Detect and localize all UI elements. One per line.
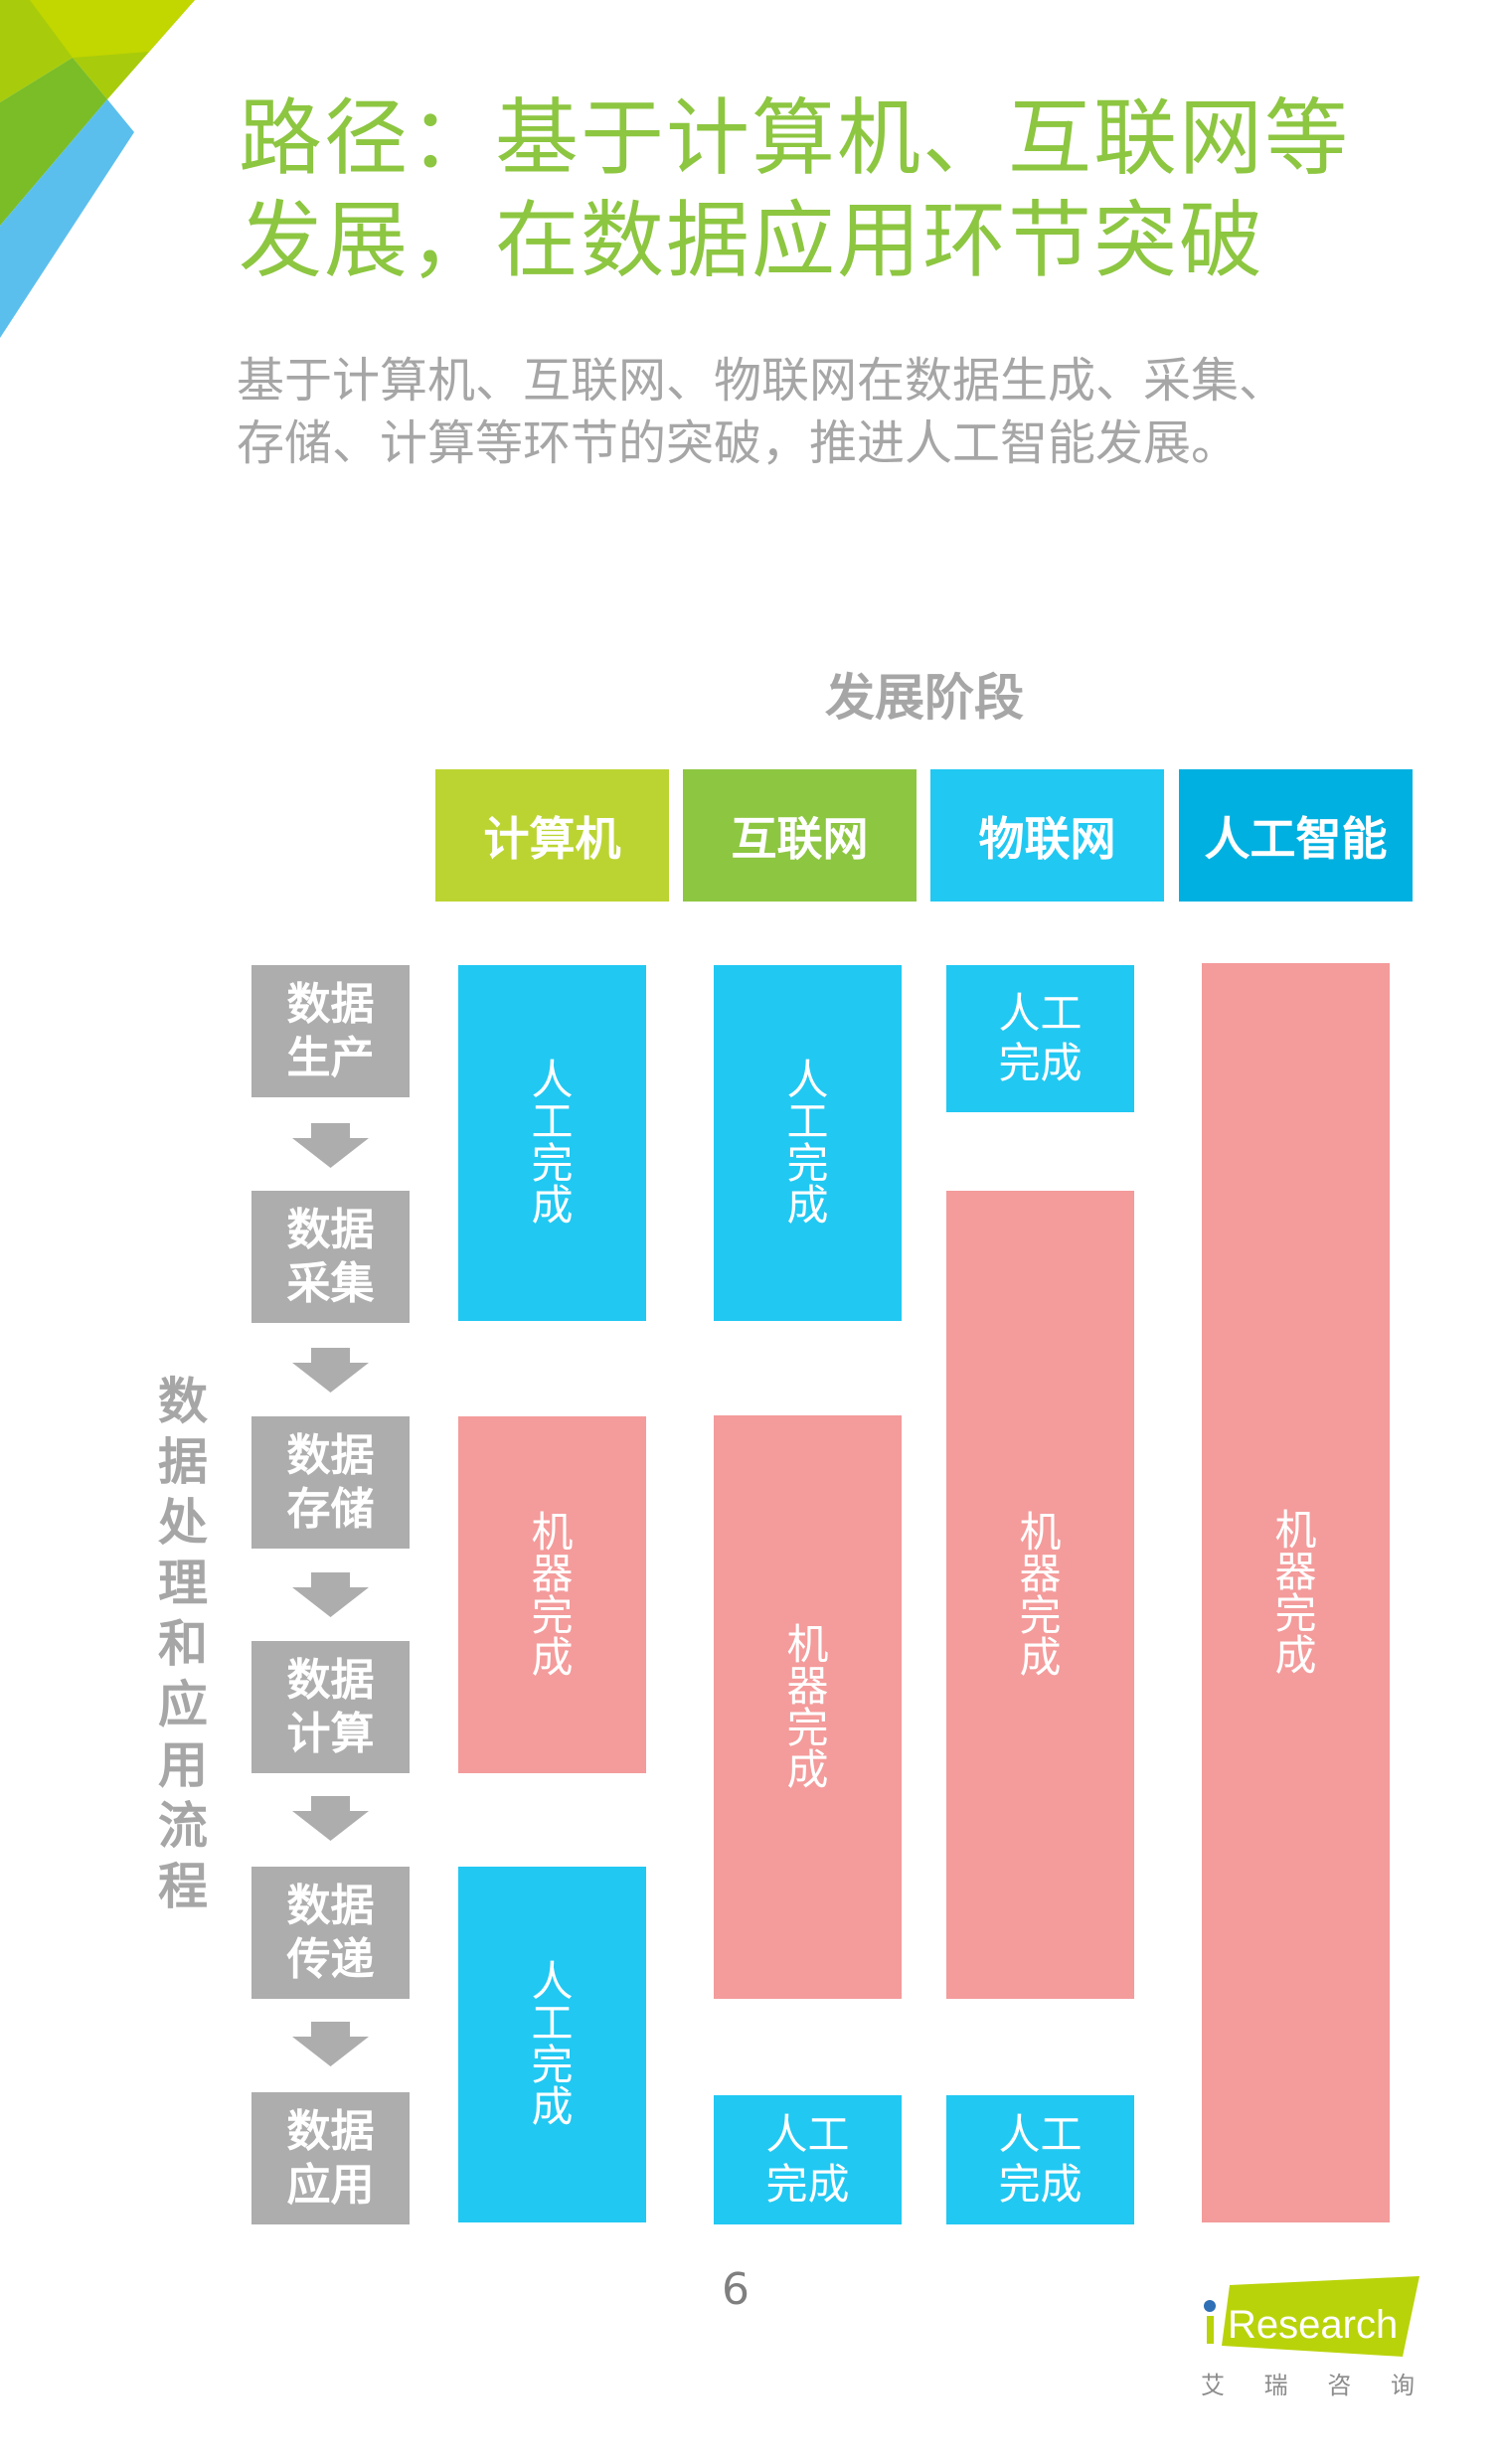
- step-line-2: 计算: [286, 1708, 375, 1759]
- down-arrow-icon: [292, 1796, 369, 1841]
- cell-internet-human-1: 人工完成: [714, 965, 902, 1321]
- cell-iot-human-1: 人工完成: [946, 965, 1134, 1112]
- stage-ai: 人工智能: [1179, 769, 1413, 902]
- iresearch-logo: Research: [1204, 2276, 1419, 2357]
- cell-label: 人工完成: [765, 2110, 850, 2209]
- cell-label: 机器完成: [531, 1507, 574, 1682]
- step-line-1: 数据: [286, 1429, 375, 1481]
- logo-char: 咨: [1327, 2372, 1352, 2399]
- subtitle-line-2: 存储、计算等环节的突破，推进人工智能发展。: [237, 415, 1240, 471]
- step-line-2: 生产: [286, 1032, 375, 1083]
- step-line-1: 数据: [286, 1654, 375, 1706]
- cell-internet-machine: 机器完成: [714, 1415, 902, 1999]
- logo-char: 瑞: [1263, 2372, 1288, 2399]
- step-line-2: 应用: [286, 2159, 375, 2211]
- step-data-storage: 数据 存储: [251, 1416, 410, 1549]
- logo-char: 询: [1390, 2372, 1415, 2399]
- cell-iot-human-2: 人工完成: [946, 2095, 1134, 2224]
- cell-iot-machine: 机器完成: [946, 1191, 1134, 1999]
- cell-label: 机器完成: [1019, 1507, 1062, 1682]
- cell-label: 人工完成: [786, 1056, 829, 1230]
- subtitle-line-1: 基于计算机、互联网、物联网在数据生成、采集、: [237, 353, 1287, 409]
- down-arrow-icon: [292, 1123, 369, 1168]
- step-data-collection: 数据 采集: [251, 1191, 410, 1323]
- down-arrow-icon: [292, 1572, 369, 1617]
- stage-internet: 互联网: [683, 769, 917, 902]
- step-line-2: 传递: [286, 1933, 375, 1985]
- corner-decoration: [0, 0, 195, 338]
- cell-computer-human-1: 人工完成: [458, 965, 646, 1321]
- page-subtitle: 基于计算机、互联网、物联网在数据生成、采集、 存储、计算等环节的突破，推进人工智…: [237, 350, 1489, 475]
- stage-heading: 发展阶段: [825, 669, 1024, 727]
- cell-label: 人工完成: [998, 2110, 1083, 2209]
- cell-computer-human-2: 人工完成: [458, 1867, 646, 2222]
- logo-text: Research: [1228, 2303, 1398, 2347]
- step-data-application: 数据 应用: [251, 2092, 410, 2224]
- cell-label: 机器完成: [1274, 1505, 1317, 1680]
- step-line-1: 数据: [286, 1880, 375, 1931]
- cell-internet-human-2: 人工完成: [714, 2095, 902, 2224]
- logo-subtext: 艾 瑞 咨 询: [1201, 2366, 1415, 2400]
- step-data-transfer: 数据 传递: [251, 1867, 410, 1999]
- stage-computer: 计算机: [435, 769, 669, 902]
- cell-computer-machine: 机器完成: [458, 1416, 646, 1773]
- title-line-1: 路径：基于计算机、互联网等: [239, 89, 1351, 187]
- stage-iot: 物联网: [930, 769, 1164, 902]
- step-line-2: 存储: [286, 1483, 375, 1535]
- down-arrow-icon: [292, 2022, 369, 2066]
- cell-ai-machine: 机器完成: [1202, 963, 1390, 2222]
- step-line-1: 数据: [286, 2105, 375, 2157]
- cell-label: 人工完成: [531, 1056, 574, 1230]
- step-line-1: 数据: [286, 1204, 375, 1255]
- page-number: 6: [722, 2264, 750, 2315]
- step-data-production: 数据 生产: [251, 965, 410, 1097]
- cell-label: 人工完成: [531, 1957, 574, 2131]
- step-line-2: 采集: [286, 1257, 375, 1309]
- page-title: 路径：基于计算机、互联网等 发展，在数据应用环节突破: [239, 87, 1471, 292]
- down-arrow-icon: [292, 1348, 369, 1393]
- title-line-2: 发展，在数据应用环节突破: [239, 192, 1265, 289]
- step-line-1: 数据: [286, 978, 375, 1030]
- step-data-computing: 数据 计算: [251, 1641, 410, 1773]
- cell-label: 机器完成: [786, 1619, 829, 1794]
- process-label: 数据处理和应用流程: [158, 1373, 208, 1915]
- logo-char: 艾: [1201, 2372, 1225, 2399]
- cell-label: 人工完成: [998, 989, 1083, 1087]
